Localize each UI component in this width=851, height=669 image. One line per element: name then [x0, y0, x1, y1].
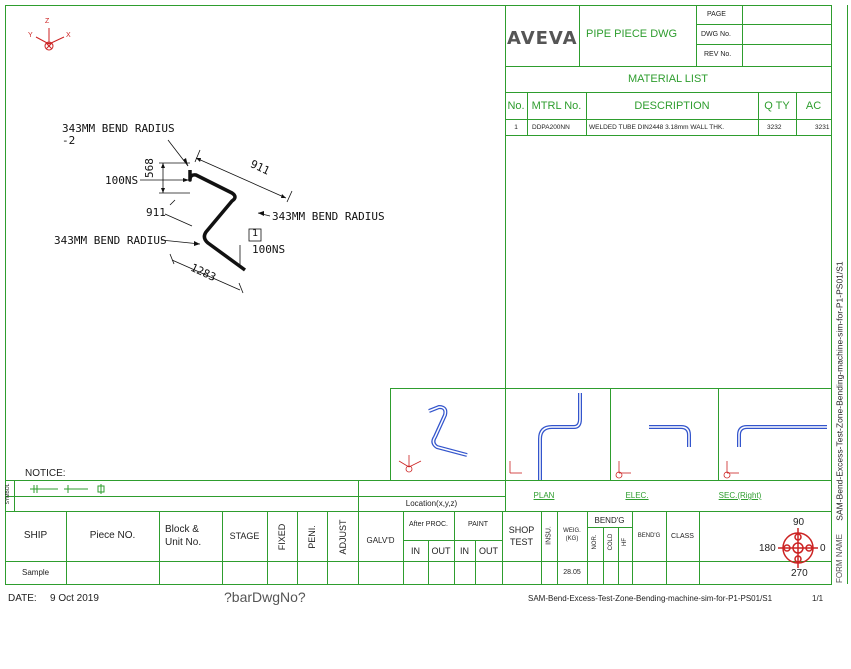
view-elec	[615, 425, 691, 479]
tb-nor: NOR.	[592, 534, 598, 550]
axis-gizmo	[35, 28, 65, 51]
col-description: DESCRIPTION	[634, 100, 710, 112]
tb-after-proc: After PROC.	[409, 521, 448, 528]
tb-bendg: BEND'G	[594, 516, 625, 525]
compass-270: 270	[791, 568, 808, 579]
col-mtrl-no: MTRL No.	[531, 100, 582, 112]
pipe-isometric	[140, 139, 293, 294]
barcode-placeholder: ?barDwgNo?	[224, 589, 306, 605]
notice-label: NOTICE:	[25, 468, 66, 479]
tb-adjust: ADJUST	[338, 519, 348, 555]
table-row: 1 DDPA200NN WELDED TUBE DIN2448 3.18mm W…	[505, 124, 831, 134]
compass-0: 0	[820, 543, 826, 554]
axis-z-label: Z	[45, 18, 50, 25]
tb-in-1: IN	[411, 546, 420, 556]
tb-peni: PENI.	[307, 525, 317, 549]
drawing-frame	[5, 5, 848, 585]
rev-no-label: REV No.	[704, 51, 732, 58]
footer-file-name: SAM-Bend-Excess-Test-Zone-Bending-machin…	[528, 594, 773, 603]
compass-90: 90	[793, 517, 805, 528]
axis-y-label: Y	[28, 32, 33, 39]
col-qty: Q TY	[764, 100, 790, 112]
row-mtrl-no: DDPA200NN	[532, 124, 570, 131]
date-value: 9 Oct 2019	[50, 593, 99, 604]
row-ac: 3231	[815, 124, 830, 131]
row-qty: 3232	[767, 124, 782, 131]
tb-block-unit-2: Unit No.	[165, 537, 202, 548]
col-ac: AC	[805, 100, 822, 112]
axis-x-label: X	[66, 32, 71, 39]
view-plan	[509, 393, 582, 480]
material-list-title: MATERIAL LIST	[627, 73, 709, 85]
ns-label-top: 100NS	[105, 174, 139, 187]
tb-galvd: GALV'D	[366, 536, 395, 545]
tb-in-2: IN	[460, 546, 469, 556]
tb-out-1: OUT	[431, 546, 451, 556]
dwg-no-label: DWG No.	[701, 31, 731, 38]
tb-weight-value: 28.05	[563, 569, 581, 576]
view-iso	[398, 404, 468, 473]
marker-1: 1	[252, 228, 259, 239]
tb-piece-no: Piece NO.	[89, 530, 136, 541]
col-no: No.	[507, 100, 525, 112]
tb-ship-value: Sample	[22, 568, 50, 577]
tb-class: CLASS	[671, 533, 694, 540]
tb-block-unit-1: Block &	[165, 524, 199, 535]
side-strip: SAM-Bend-Excess-Test-Zone-Bending-machin…	[832, 6, 847, 584]
bend-radius-label-1-suffix: -2	[62, 134, 76, 147]
bend-radius-label-1: 343MM BEND RADIUS	[62, 122, 175, 135]
pipe-centerline	[188, 170, 247, 272]
symbol-label-text: SYMBOL	[5, 483, 11, 505]
side-form-name-label: FORM NAME	[835, 534, 844, 583]
row-description: WELDED TUBE DIN2448 3.18mm WALL THK.	[589, 124, 725, 131]
footer-page: 1/1	[812, 594, 824, 603]
page-label: PAGE	[707, 11, 726, 18]
view-label-sec[interactable]: SEC.(Right)	[718, 491, 762, 500]
tb-out-2: OUT	[479, 546, 498, 556]
tb-hf: HF	[622, 538, 628, 546]
tb-fixed: FIXED	[277, 523, 287, 551]
brand-name: AVEVA	[507, 28, 578, 49]
tb-test: TEST	[509, 537, 533, 547]
view-label-elec[interactable]: ELEC.	[625, 491, 649, 500]
dim-911-left: 911	[146, 206, 166, 219]
tb-kg: (KG)	[565, 536, 579, 542]
bend-radius-label-2: 343MM BEND RADIUS	[272, 210, 385, 223]
tb-bendg-2: BEND'G	[637, 533, 661, 539]
ns-label-bottom: 100NS	[252, 243, 286, 256]
tb-stage: STAGE	[229, 531, 260, 541]
dim-568: 568	[143, 158, 156, 178]
location-label: Location(x,y,z)	[405, 499, 458, 508]
symbol-label: SYMBOL	[1, 484, 23, 506]
tb-shop: SHOP	[508, 525, 535, 535]
compass-180: 180	[759, 543, 776, 554]
symbol-legend	[30, 484, 105, 494]
view-label-plan[interactable]: PLAN	[533, 491, 555, 500]
tb-insu: INSU.	[545, 526, 553, 545]
tb-paint: PAINT	[467, 521, 489, 528]
date-label: DATE:	[8, 593, 37, 604]
row-no: 1	[514, 124, 518, 131]
aveva-logo: AVEVA	[507, 28, 579, 50]
tb-ship: SHIP	[23, 530, 48, 541]
view-sec	[723, 425, 827, 479]
doc-title: PIPE PIECE DWG	[586, 28, 678, 40]
bend-radius-label-3: 343MM BEND RADIUS	[54, 234, 167, 247]
orientation-compass	[778, 528, 818, 568]
tb-cold: COLD	[608, 533, 614, 551]
tb-weig: WEIG.	[563, 528, 581, 534]
